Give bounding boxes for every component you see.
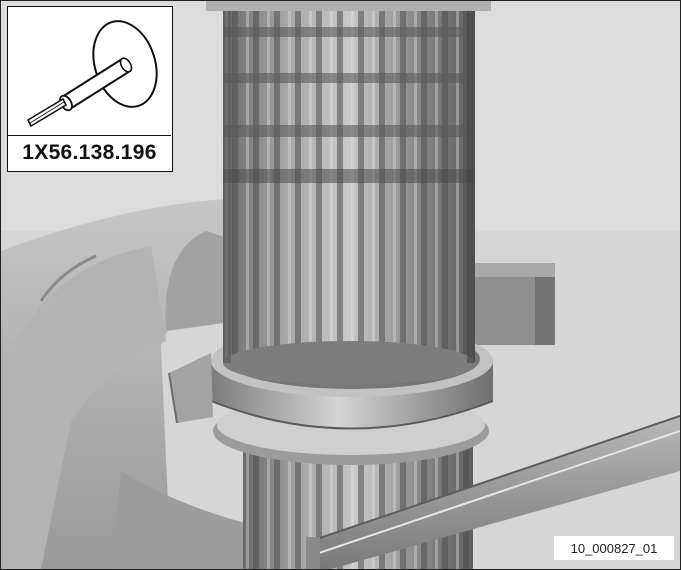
image-reference-number: 10_000827_01 [554,536,674,560]
bearing-press-tool-icon [26,20,158,128]
special-tool-callout: 1X56.138.196 [7,6,173,172]
tool-part-number: 1X56.138.196 [8,135,171,170]
